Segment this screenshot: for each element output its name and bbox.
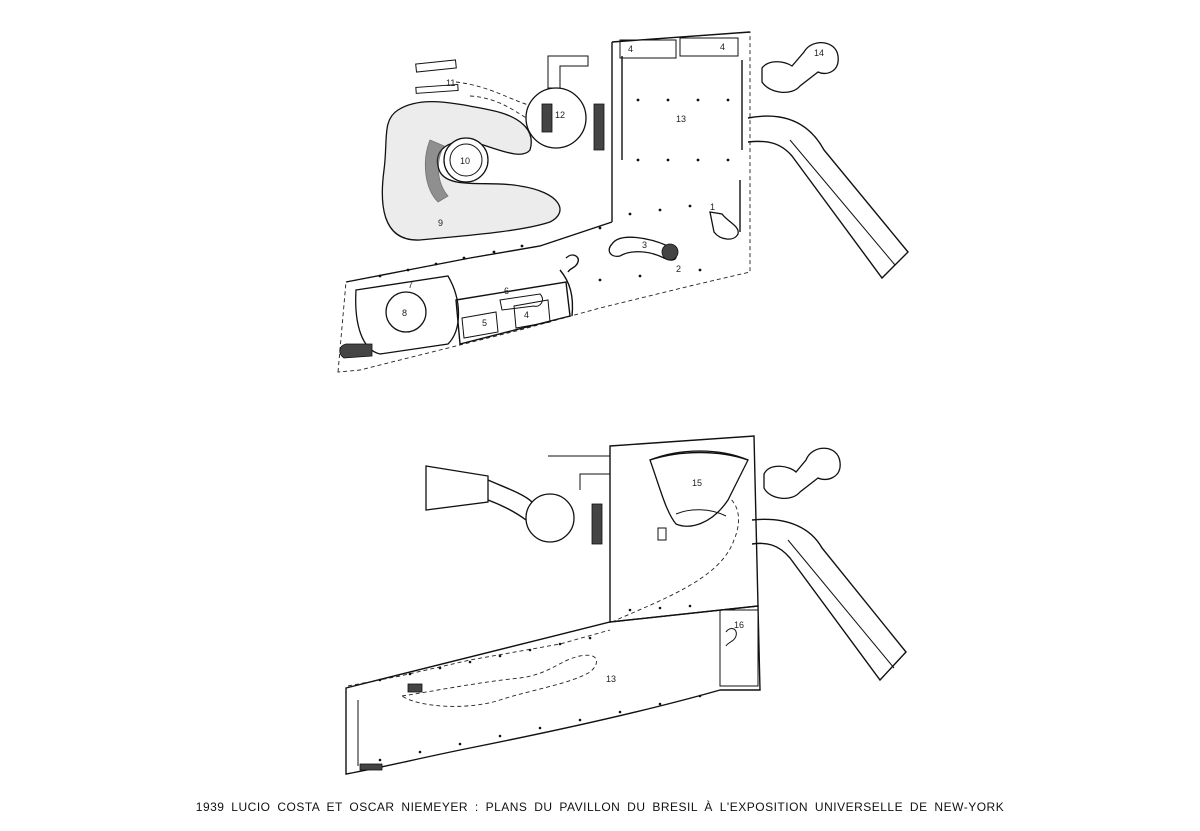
planting-bed <box>425 139 449 203</box>
upper-floor-labels: 13 15 16 <box>606 478 744 684</box>
auditorium-15-arc <box>649 451 749 461</box>
upper-circle <box>525 493 575 543</box>
service-16-curl <box>725 628 737 647</box>
stair-gallery-b <box>359 763 383 771</box>
upper-pavilion-14 <box>763 447 841 499</box>
label-1: 1 <box>710 202 715 212</box>
auditorium-15-stage <box>675 509 727 517</box>
upper-small-box <box>657 527 667 541</box>
upper-floor-plan: 13 15 16 <box>345 435 907 775</box>
upper-gallery-outline <box>345 605 761 775</box>
room-5 <box>461 311 499 339</box>
label-9: 9 <box>438 218 443 228</box>
rooms-block <box>455 281 571 345</box>
label-7: 7 <box>408 280 413 290</box>
pavilion-plans-drawing: 1 2 3 4 4 4 5 6 7 8 9 10 11 12 13 14 <box>337 31 909 775</box>
label-5: 5 <box>482 318 487 328</box>
front-wall <box>345 221 613 283</box>
service-1 <box>709 211 739 240</box>
label-10: 10 <box>460 156 470 166</box>
label-4a: 4 <box>628 44 633 54</box>
ground-floor-labels: 1 2 3 4 4 4 5 6 7 8 9 10 11 12 13 14 <box>402 42 824 328</box>
garden-pool-9 <box>381 100 561 241</box>
entry-curl <box>565 254 579 273</box>
label-12: 12 <box>555 110 565 120</box>
stair-12 <box>541 103 553 133</box>
stair-gallery-a <box>407 683 423 693</box>
label-4c: 4 <box>524 310 529 320</box>
front-curve <box>559 269 574 317</box>
path-to-12-b <box>469 95 531 121</box>
label-15: 15 <box>692 478 702 488</box>
gallery-void <box>400 654 597 707</box>
auditorium-15 <box>649 450 749 527</box>
label-2: 2 <box>676 264 681 274</box>
ramp-ground <box>747 115 909 280</box>
path-to-12 <box>455 81 533 107</box>
upper-dashed-curve <box>611 493 739 623</box>
exhibit-3 <box>608 236 677 261</box>
stage-8 <box>385 291 427 333</box>
ramp-ground-inner <box>789 139 896 266</box>
stair-exit <box>339 343 373 359</box>
upper-columns <box>378 604 702 762</box>
label-8: 8 <box>402 308 407 318</box>
upper-connector <box>487 479 533 503</box>
ground-columns <box>378 98 730 282</box>
label-11: 11 <box>446 78 455 88</box>
label-13: 13 <box>676 114 686 124</box>
label-14: 14 <box>814 48 824 58</box>
room-6 <box>499 293 543 311</box>
bench-11-a <box>415 59 457 73</box>
label-16: 16 <box>734 620 744 630</box>
ground-floor-plan: 1 2 3 4 4 4 5 6 7 8 9 10 11 12 13 14 <box>337 31 909 373</box>
upper-left-pavilion <box>425 465 489 511</box>
label-upper-13: 13 <box>606 674 616 684</box>
ramp-upper <box>751 518 907 682</box>
service-16 <box>719 609 759 687</box>
fountain-10-inner <box>449 143 483 177</box>
upper-dashed-gallery <box>347 629 611 687</box>
room-4-right <box>679 37 739 57</box>
label-6: 6 <box>504 286 509 296</box>
upper-wall-stub <box>548 455 611 490</box>
room-4-small <box>513 299 551 329</box>
stair-upper <box>591 503 603 545</box>
plan-caption: 1939 LUCIO COSTA ET OSCAR NIEMEYER : PLA… <box>195 800 1005 814</box>
stair-3 <box>661 243 679 261</box>
stair-ground <box>593 103 605 151</box>
ramp-upper-inner <box>787 539 895 669</box>
label-3: 3 <box>642 240 647 250</box>
wall-12 <box>547 55 589 89</box>
bench-11-b <box>415 83 459 94</box>
upper-connector-b <box>487 499 527 521</box>
label-4b: 4 <box>720 42 725 52</box>
pavilion-14 <box>761 42 839 93</box>
room-4-left <box>619 39 677 59</box>
